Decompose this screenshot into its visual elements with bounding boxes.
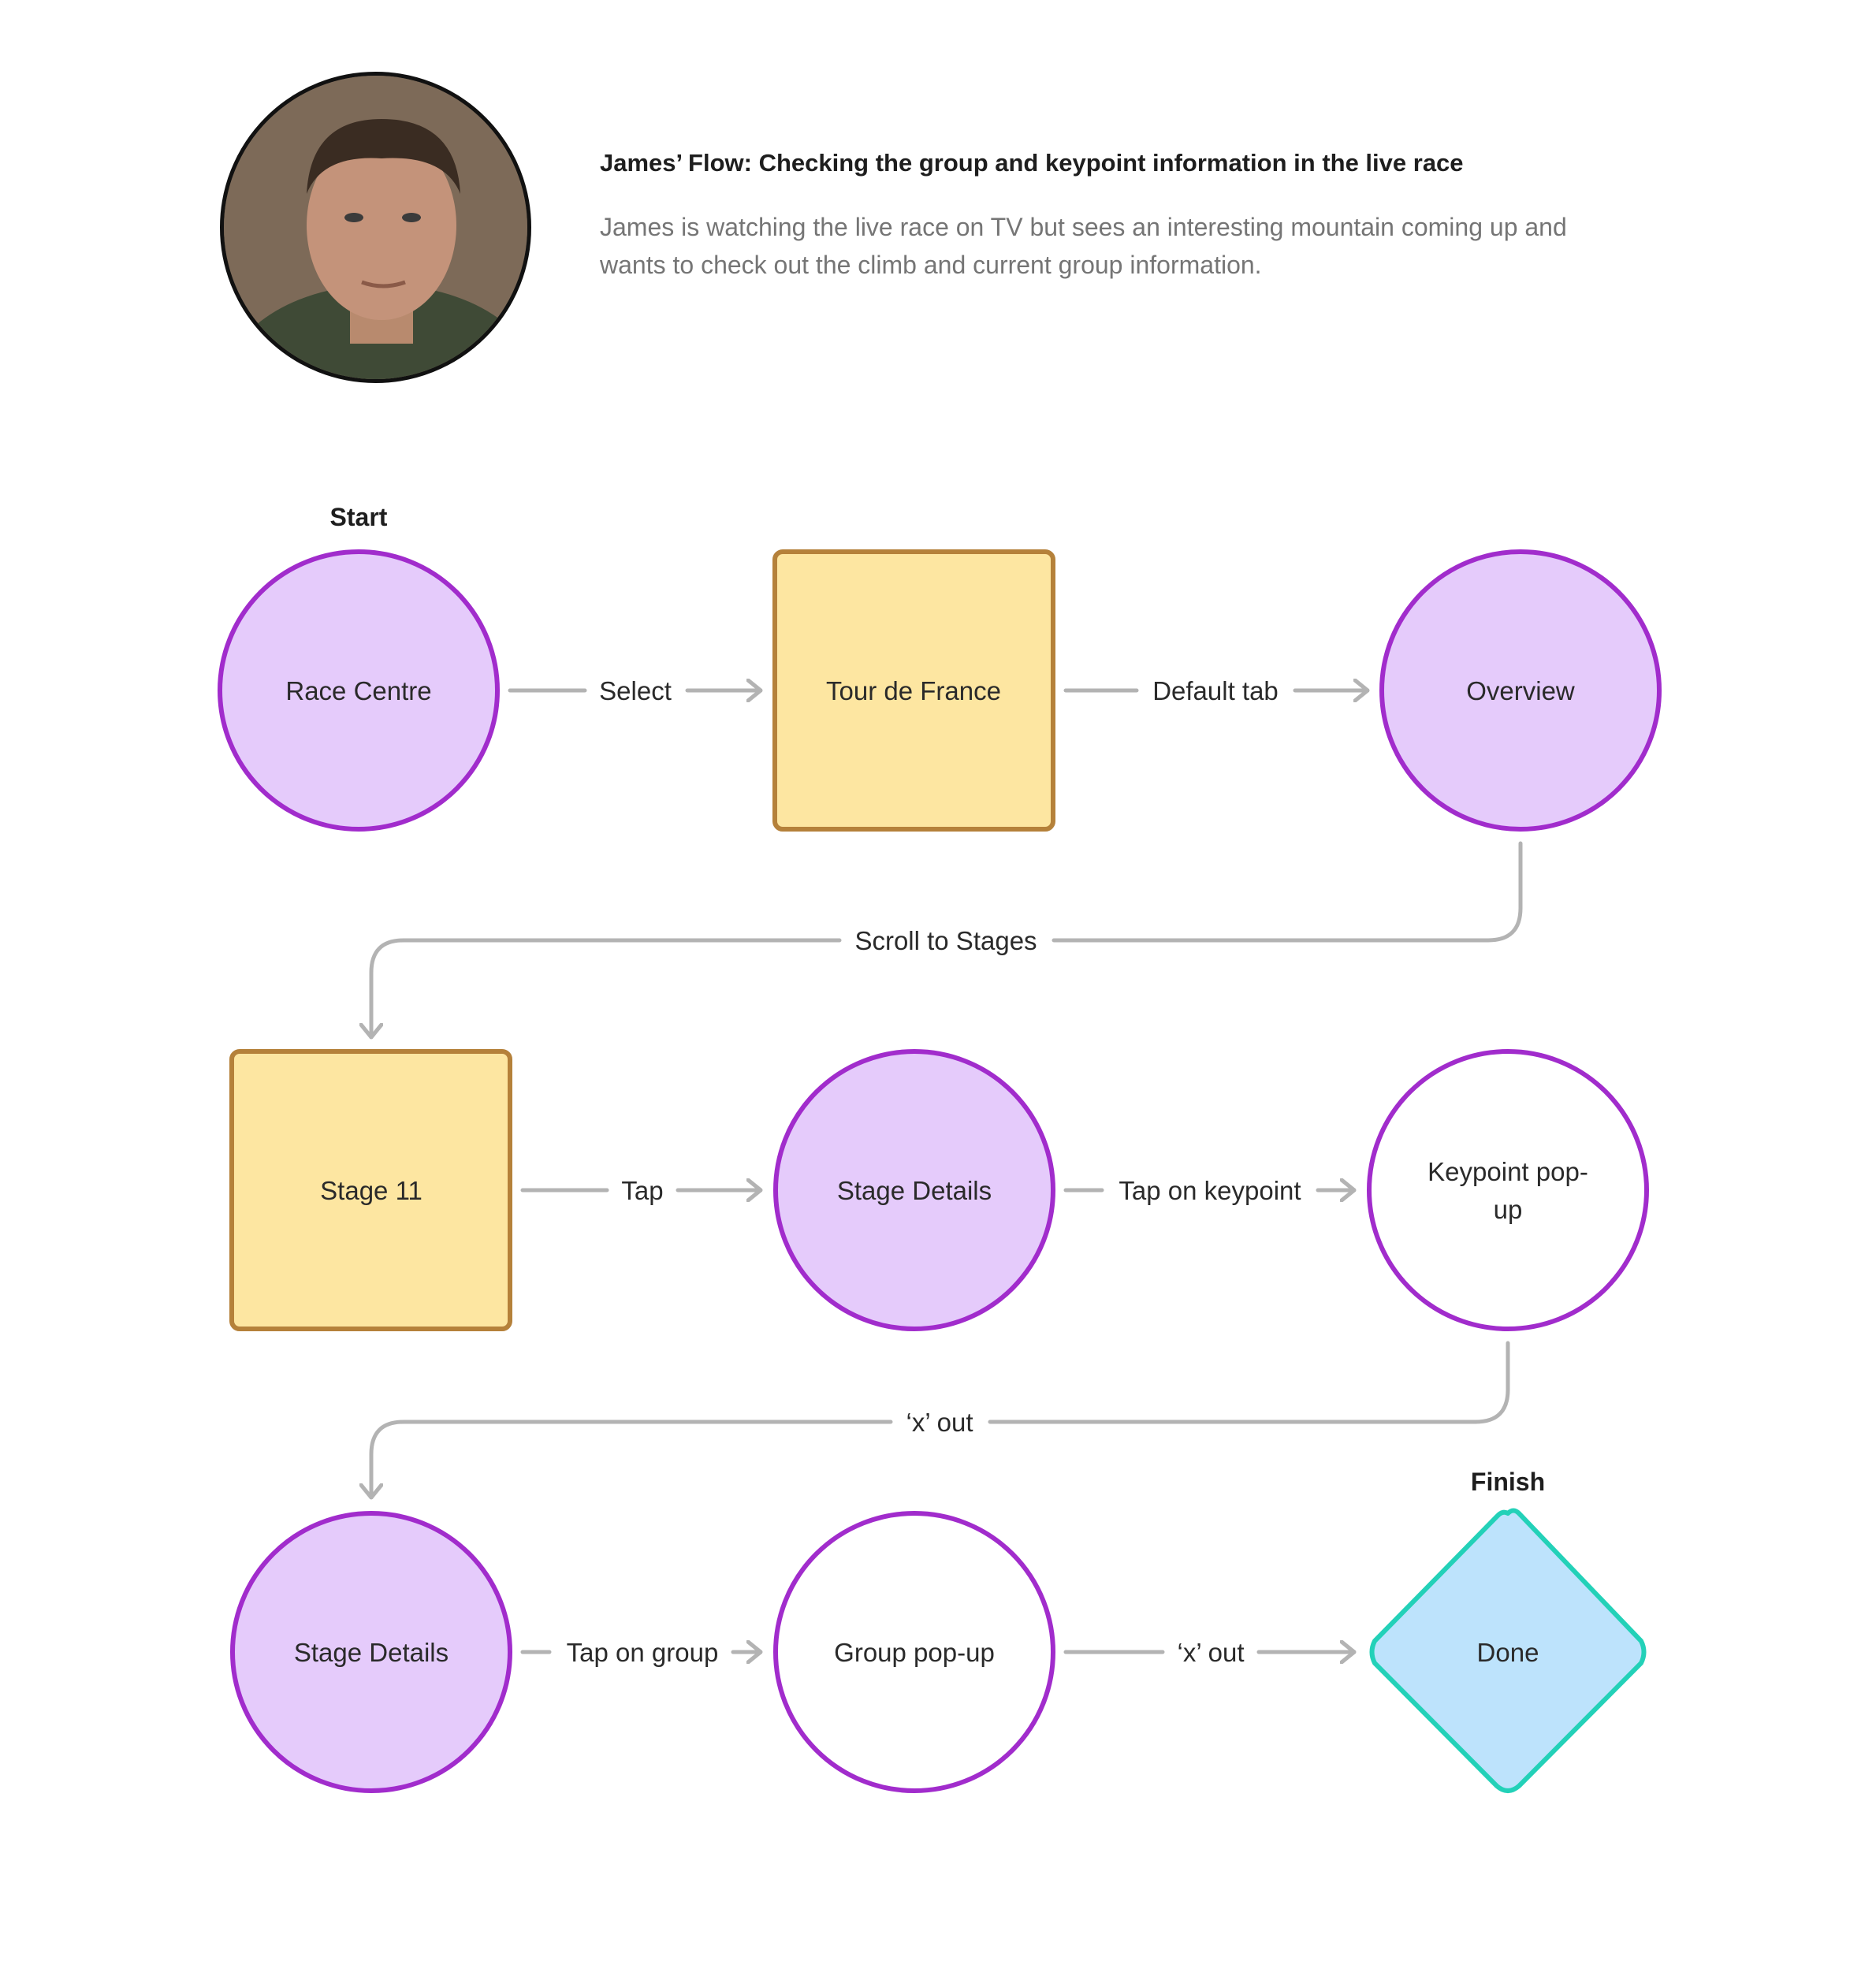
avatar [220, 72, 531, 383]
node-label-stage-details-1: Stage Details [837, 1176, 992, 1205]
edge-x-out-2: ‘x’ out [1063, 1638, 1357, 1667]
edge-tap-on-group: Tap on group [520, 1638, 763, 1667]
node-label-group-popup: Group pop-up [834, 1638, 995, 1667]
edge-label-tap-on-group: Tap on group [567, 1638, 719, 1667]
node-label-stage-11: Stage 11 [320, 1176, 422, 1205]
edge-label-tap-on-keypoint: Tap on keypoint [1119, 1176, 1301, 1205]
person-photo-icon [224, 76, 527, 379]
edge-x-out-1: ‘x’ out [371, 1341, 1510, 1500]
node-label-overview: Overview [1466, 676, 1575, 705]
node-label-keypoint-popup-line2: up [1494, 1195, 1523, 1224]
node-stage-details-2[interactable]: Stage Details [230, 1511, 512, 1793]
edge-tap: Tap [520, 1176, 763, 1205]
edge-tap-on-keypoint: Tap on keypoint [1063, 1176, 1357, 1205]
start-marker: Start [330, 503, 388, 531]
node-overview[interactable]: Overview [1379, 549, 1662, 832]
node-label-keypoint-popup-line1: Keypoint pop- [1427, 1157, 1588, 1186]
edge-default-tab: Default tab [1063, 676, 1370, 705]
node-tour-de-france[interactable]: Tour de France [772, 549, 1055, 832]
finish-marker: Finish [1471, 1468, 1545, 1496]
node-group-popup[interactable]: Group pop-up [773, 1511, 1055, 1793]
edge-label-x-out-1: ‘x’ out [906, 1408, 973, 1437]
edge-label-tap: Tap [621, 1176, 663, 1205]
edge-scroll-to-stages: Scroll to Stages [371, 841, 1523, 1040]
edge-label-select: Select [599, 676, 672, 705]
edge-label-x-out-2: ‘x’ out [1178, 1638, 1245, 1667]
node-label-race-centre: Race Centre [285, 676, 431, 705]
node-label-stage-details-2: Stage Details [294, 1638, 449, 1667]
node-label-tour-de-france: Tour de France [826, 676, 1001, 705]
node-keypoint-popup[interactable]: Keypoint pop- up [1367, 1049, 1649, 1331]
node-done[interactable]: Done [1369, 1508, 1647, 1793]
node-label-done: Done [1477, 1638, 1539, 1667]
edge-select: Select [508, 676, 763, 705]
flow-description: James is watching the live race on TV bu… [600, 213, 1567, 279]
edge-label-default-tab: Default tab [1152, 676, 1279, 705]
node-stage-details-1[interactable]: Stage Details [773, 1049, 1055, 1331]
node-stage-11[interactable]: Stage 11 [229, 1049, 512, 1331]
edge-label-scroll-to-stages: Scroll to Stages [854, 926, 1037, 955]
flow-title: James’ Flow: Checking the group and keyp… [600, 149, 1464, 177]
node-race-centre[interactable]: Race Centre [218, 549, 500, 832]
